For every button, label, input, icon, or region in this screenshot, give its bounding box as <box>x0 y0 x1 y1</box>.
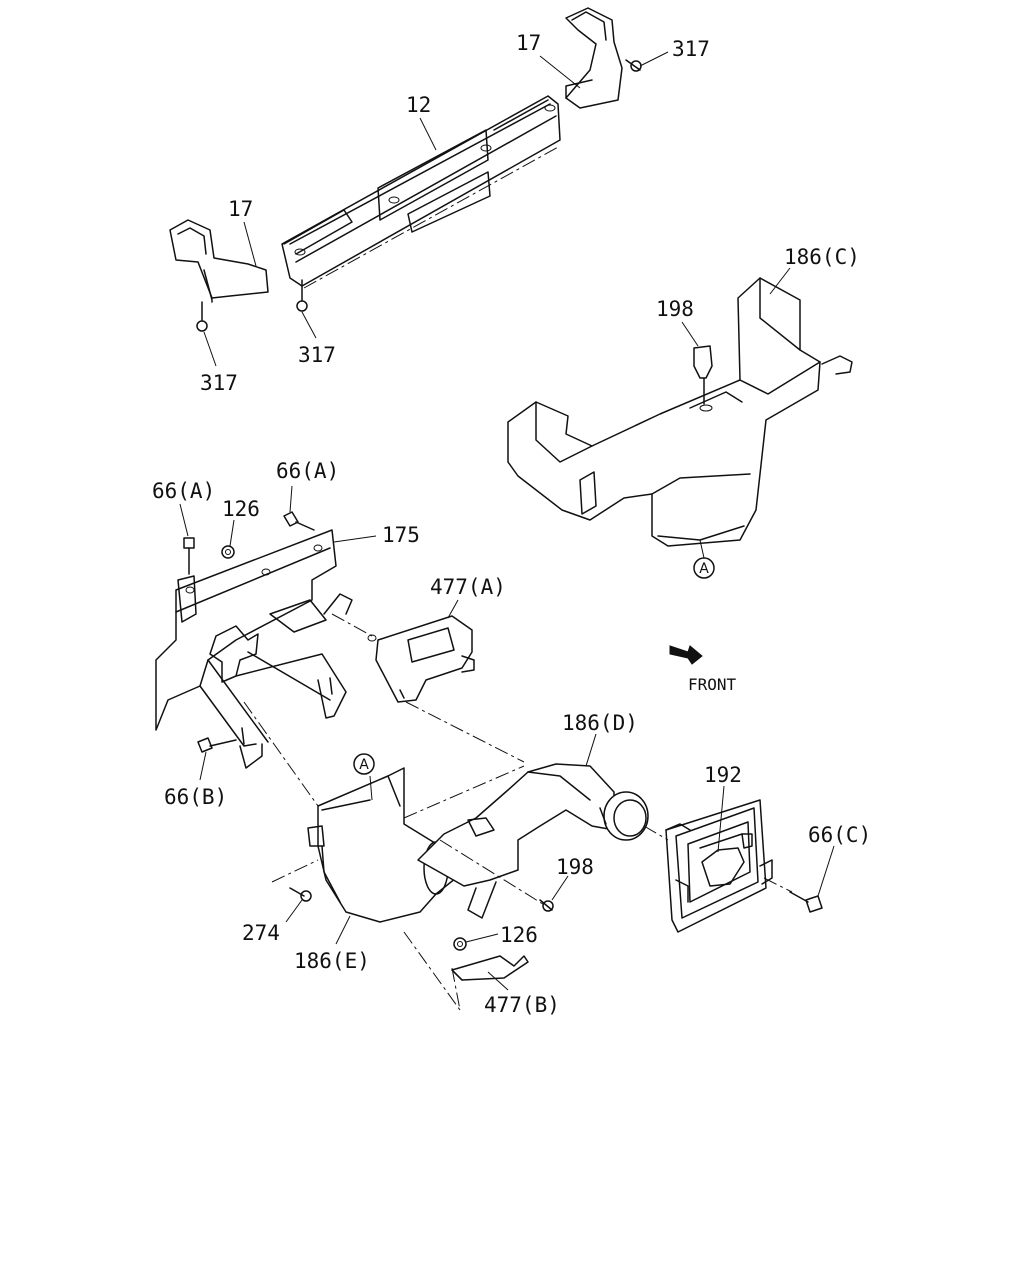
front-direction-arrow-icon <box>669 645 703 665</box>
callout-317-mid: 317 <box>298 343 336 367</box>
leader-198-top <box>681 321 699 347</box>
front-label: FRONT <box>688 675 737 694</box>
callout-198-bot: 198 <box>556 855 594 879</box>
bolt-66c <box>789 891 823 913</box>
centerline-477a-duct <box>405 701 525 763</box>
callout-17-top: 17 <box>516 31 541 55</box>
callout-477a: 477(A) <box>430 575 506 599</box>
callout-12: 12 <box>406 93 431 117</box>
leader-17-top <box>539 55 581 89</box>
bracket-175 <box>155 529 353 769</box>
duct-186c <box>507 277 853 547</box>
callout-126-bot: 126 <box>500 923 538 947</box>
callout-175: 175 <box>382 523 420 547</box>
leader-317-mid <box>301 311 317 339</box>
leader-66a-mid <box>289 485 293 513</box>
leader-17-left <box>243 221 257 267</box>
callout-186e: 186(E) <box>294 949 370 973</box>
callout-66a-mid: 66(A) <box>276 459 339 483</box>
nut-126-bot <box>453 937 467 951</box>
callout-477b: 477(B) <box>484 993 560 1017</box>
callout-66c: 66(C) <box>808 823 871 847</box>
leader-175 <box>333 535 377 543</box>
screw-317-top <box>625 59 642 72</box>
centerline-186e-477b <box>403 931 461 1011</box>
ref-marker-a-right-label: A <box>699 561 709 577</box>
leader-317-left <box>203 331 217 367</box>
case-192 <box>665 799 773 933</box>
callout-66a-left: 66(A) <box>152 479 215 503</box>
duct-186d <box>417 763 649 919</box>
callout-274: 274 <box>242 921 280 945</box>
centerline-477b <box>451 967 461 1011</box>
screw-317-mid <box>296 279 308 312</box>
callout-186d: 186(D) <box>562 711 638 735</box>
leader-12 <box>419 117 437 151</box>
ref-marker-a-left: A <box>353 753 375 775</box>
centerline-186e-left <box>271 859 319 883</box>
leader-66c <box>817 845 835 897</box>
callout-317-left: 317 <box>200 371 238 395</box>
leader-274 <box>285 899 303 923</box>
bolt-66a-left <box>183 537 195 575</box>
leader-186d <box>585 733 597 767</box>
callout-17-left: 17 <box>228 197 253 221</box>
leader-186e <box>335 915 351 945</box>
clip-198-bot <box>539 899 554 912</box>
leader-186c <box>769 267 791 295</box>
leader-66a-left <box>179 503 189 537</box>
leader-66b <box>199 751 207 781</box>
centerline-duct-bracket <box>403 765 525 819</box>
leader-317-top <box>639 51 669 67</box>
centerline-186e-198 <box>439 839 547 907</box>
side-duct-17-left <box>169 219 269 303</box>
callout-317-top: 317 <box>672 37 710 61</box>
bolt-66a-mid <box>283 511 315 531</box>
callout-192: 192 <box>704 763 742 787</box>
ref-marker-a-right: A <box>693 557 715 579</box>
centerline-186d-192 <box>643 825 669 841</box>
side-duct-17-top <box>565 7 623 109</box>
bracket-477a <box>367 615 475 703</box>
callout-66b: 66(B) <box>164 785 227 809</box>
screw-317-left <box>196 301 208 332</box>
center-duct-12 <box>281 95 561 289</box>
clip-198-top <box>693 345 713 405</box>
leader-477b <box>487 971 509 991</box>
centerline-175-477a <box>331 613 373 637</box>
bracket-477b <box>451 955 529 981</box>
ref-marker-a-left-label: A <box>359 757 369 773</box>
bolt-66b <box>197 737 237 753</box>
leader-477a <box>447 599 459 619</box>
callout-126-top: 126 <box>222 497 260 521</box>
callout-198-top: 198 <box>656 297 694 321</box>
leader-ref-a-right <box>699 539 705 559</box>
leader-198-bot <box>551 875 569 901</box>
centerline-192-66c <box>763 877 793 893</box>
leader-126-top <box>229 519 235 547</box>
leader-ref-a-left <box>369 775 373 801</box>
centerline-bracket-186e <box>243 701 319 807</box>
screw-274 <box>289 887 312 902</box>
callout-186c: 186(C) <box>784 245 860 269</box>
leader-192 <box>717 785 725 853</box>
leader-126-bot <box>465 933 499 943</box>
nut-126-top <box>221 545 235 559</box>
